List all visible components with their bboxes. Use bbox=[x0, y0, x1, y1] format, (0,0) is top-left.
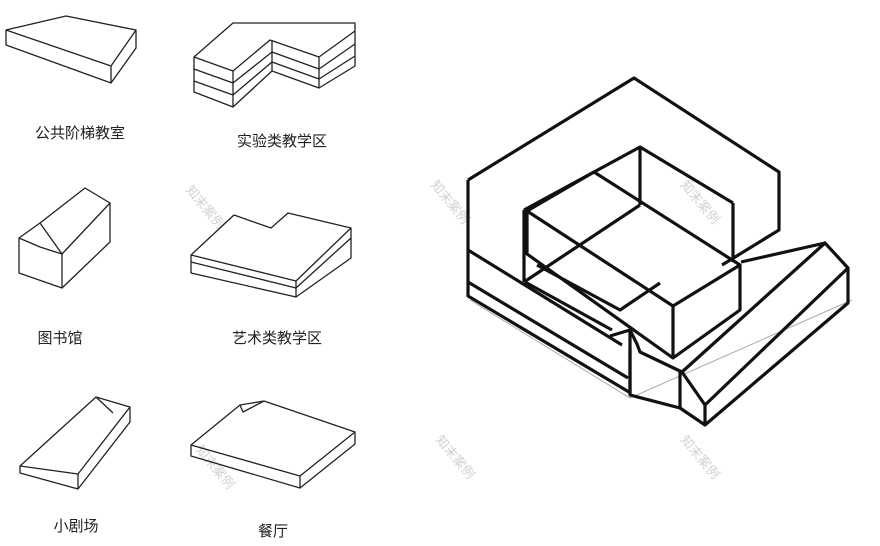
composite-axonometric bbox=[466, 76, 853, 427]
watermark-6: 知末案例 bbox=[677, 432, 723, 482]
label-small-theater: 小剧场 bbox=[53, 517, 98, 535]
watermark-5: 知末案例 bbox=[432, 432, 478, 482]
watermark-1: 知末案例 bbox=[182, 182, 228, 232]
lab-zone-volume bbox=[193, 22, 356, 108]
lecture-hall-volume bbox=[5, 15, 137, 84]
label-library: 图书馆 bbox=[37, 329, 82, 347]
label-dining: 餐厅 bbox=[258, 522, 288, 540]
label-art-zone: 艺术类教学区 bbox=[232, 329, 322, 347]
watermark-2: 知末案例 bbox=[427, 177, 473, 227]
label-lab-zone: 实验类教学区 bbox=[237, 132, 327, 150]
ground-outline bbox=[469, 299, 853, 399]
art-zone-volume bbox=[190, 212, 352, 298]
small-theater-volume bbox=[19, 396, 131, 490]
library-volume bbox=[18, 187, 111, 289]
labels: 公共阶梯教室 实验类教学区 图书馆 艺术类教学区 小剧场 餐厅 bbox=[35, 124, 327, 540]
label-lecture-hall: 公共阶梯教室 bbox=[35, 124, 125, 142]
dining-volume bbox=[190, 400, 356, 489]
